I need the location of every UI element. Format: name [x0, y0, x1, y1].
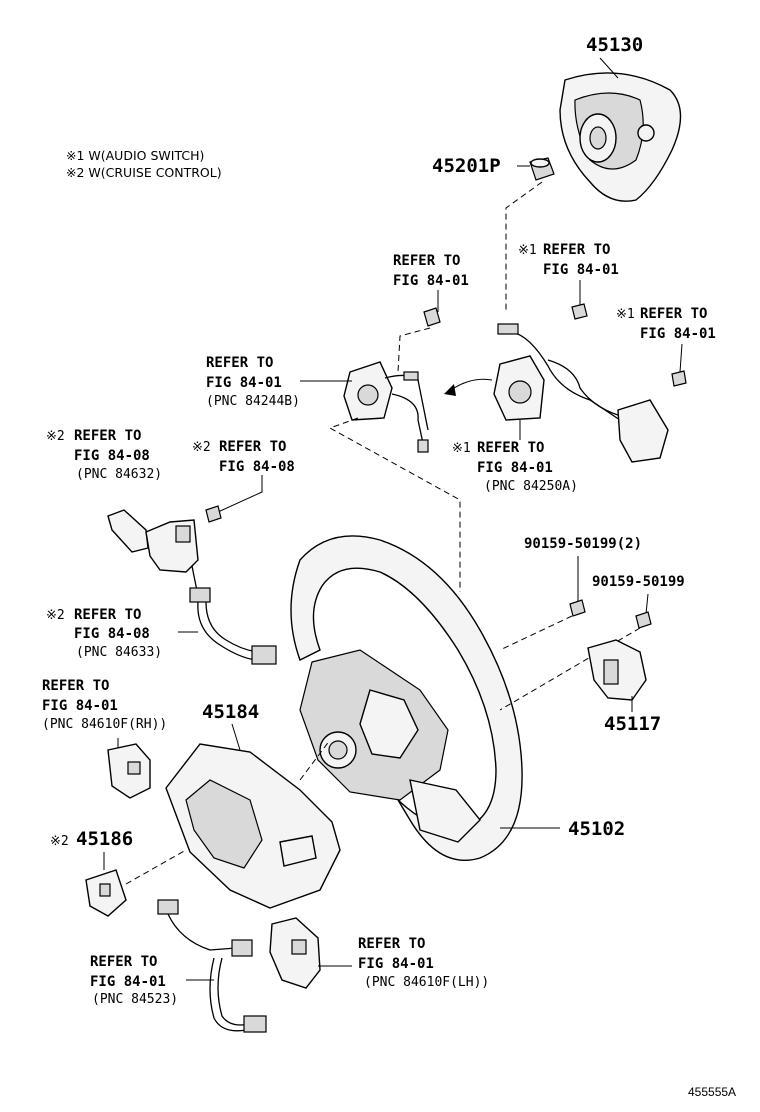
- svg-text:※2: ※2: [46, 608, 65, 623]
- svg-text:FIG 84-08: FIG 84-08: [74, 626, 150, 642]
- svg-text:FIG 84-08: FIG 84-08: [219, 459, 295, 475]
- part-number-45117: 45117: [604, 713, 661, 735]
- svg-text:REFER TO: REFER TO: [640, 306, 707, 322]
- part-number-45130: 45130: [586, 34, 643, 56]
- spiral-cable-right-drawing: [493, 323, 669, 463]
- ref-fig-84-01-a: REFER TO FIG 84-01: [393, 253, 469, 289]
- part-number-90159-50199-2: 90159-50199(2): [524, 536, 642, 552]
- svg-text:FIG 84-08: FIG 84-08: [74, 448, 150, 464]
- screw-drawings-top: [397, 280, 687, 387]
- part-number-45102: 45102: [568, 818, 625, 840]
- svg-text:※1: ※1: [616, 307, 635, 322]
- svg-text:FIG 84-01: FIG 84-01: [206, 375, 282, 391]
- svg-text:FIG 84-01: FIG 84-01: [477, 460, 553, 476]
- ref-fig-84-08-b: ※2 REFER TO FIG 84-08: [192, 439, 295, 475]
- cover-45117-drawing: [587, 639, 647, 701]
- svg-text:FIG 84-01: FIG 84-01: [42, 698, 118, 714]
- svg-text:(PNC 84633): (PNC 84633): [76, 645, 162, 660]
- svg-text:FIG 84-01: FIG 84-01: [358, 956, 434, 972]
- svg-text:REFER TO: REFER TO: [206, 355, 273, 371]
- audio-switch-rh-drawing: [107, 743, 151, 799]
- cruise-switch-drawing: [107, 509, 201, 601]
- svg-text:(PNC 84632): (PNC 84632): [76, 467, 162, 482]
- ref-pnc-84250a: ※1 REFER TO FIG 84-01 (PNC 84250A): [452, 440, 578, 494]
- ref-pnc-84610f-lh: REFER TO FIG 84-01 (PNC 84610F(LH)): [358, 936, 489, 990]
- svg-text:※2: ※2: [46, 429, 65, 444]
- ref-fig-84-01-b: ※1 REFER TO FIG 84-01: [518, 242, 619, 278]
- svg-text:FIG 84-01: FIG 84-01: [640, 326, 716, 342]
- svg-text:※1: ※1: [518, 243, 537, 258]
- part-number-90159-50199: 90159-50199: [592, 574, 685, 590]
- svg-text:REFER TO: REFER TO: [543, 242, 610, 258]
- svg-text:REFER TO: REFER TO: [74, 428, 141, 444]
- svg-text:(PNC 84523): (PNC 84523): [92, 992, 178, 1007]
- cover-45186-drawing: [85, 869, 127, 917]
- nut-45201p-drawing: [505, 157, 555, 310]
- ref-pnc-84523: REFER TO FIG 84-01 (PNC 84523): [90, 954, 178, 1007]
- part-number-45184: 45184: [202, 701, 259, 723]
- svg-text:REFER TO: REFER TO: [358, 936, 425, 952]
- svg-text:REFER TO: REFER TO: [477, 440, 544, 456]
- svg-text:REFER TO: REFER TO: [42, 678, 109, 694]
- steering-wheel-drawing: [290, 535, 523, 862]
- svg-text:REFER TO: REFER TO: [219, 439, 286, 455]
- svg-text:FIG 84-01: FIG 84-01: [543, 262, 619, 278]
- diagram-code: 455555A: [688, 1085, 736, 1099]
- svg-text:REFER TO: REFER TO: [393, 253, 460, 269]
- part-mark-45186: ※2: [50, 834, 69, 849]
- lower-cover-45184-drawing: [165, 743, 341, 909]
- part-number-45186: 45186: [76, 828, 133, 850]
- airbag-module-drawing: [559, 57, 682, 202]
- svg-text:(PNC 84250A): (PNC 84250A): [484, 479, 578, 494]
- svg-text:※1: ※1: [452, 441, 471, 456]
- part-number-45201p: 45201P: [432, 155, 501, 177]
- note-audio-switch: ※1 W(AUDIO SWITCH): [66, 148, 204, 163]
- cruise-wire-drawing: [189, 587, 277, 665]
- svg-text:※2: ※2: [192, 440, 211, 455]
- svg-text:FIG 84-01: FIG 84-01: [90, 974, 166, 990]
- audio-switch-lh-drawing: [269, 917, 321, 989]
- svg-text:REFER TO: REFER TO: [90, 954, 157, 970]
- ref-pnc-84244b: REFER TO FIG 84-01 (PNC 84244B): [206, 355, 300, 409]
- svg-text:(PNC 84610F(LH)): (PNC 84610F(LH)): [364, 975, 489, 990]
- ref-pnc-84633: ※2 REFER TO FIG 84-08 (PNC 84633): [46, 607, 162, 660]
- svg-text:REFER TO: REFER TO: [74, 607, 141, 623]
- ref-fig-84-01-c: ※1 REFER TO FIG 84-01: [616, 306, 716, 342]
- svg-text:(PNC 84610F(RH)): (PNC 84610F(RH)): [42, 717, 167, 732]
- svg-text:FIG 84-01: FIG 84-01: [393, 273, 469, 289]
- svg-text:(PNC 84244B): (PNC 84244B): [206, 394, 300, 409]
- spiral-cable-left-drawing: [343, 361, 429, 453]
- ref-pnc-84610f-rh: REFER TO FIG 84-01 (PNC 84610F(RH)): [42, 678, 167, 732]
- note-cruise-control: ※2 W(CRUISE CONTROL): [66, 165, 222, 180]
- ref-pnc-84632: ※2 REFER TO FIG 84-08 (PNC 84632): [46, 428, 162, 482]
- wire-84523-drawing: [157, 899, 267, 1033]
